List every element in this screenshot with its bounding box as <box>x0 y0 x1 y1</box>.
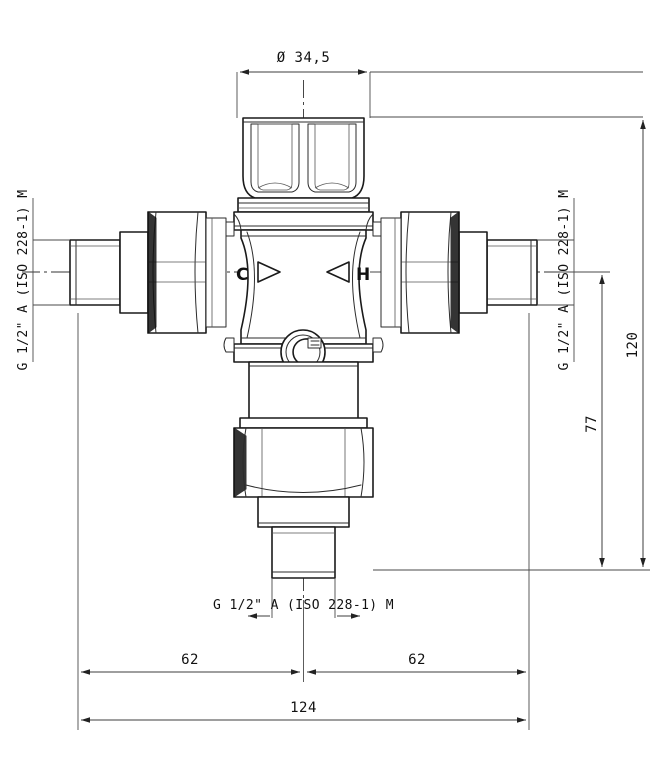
dimension-half-widths: 62 62 <box>77 313 530 730</box>
thread-label-left-text: G 1/2" A (ISO 228-1) M <box>16 190 31 371</box>
dimension-label-overall-width: 124 <box>290 700 317 716</box>
hot-inlet-letter: H <box>356 265 370 285</box>
dimension-overall-width: 124 <box>81 700 526 723</box>
left-port-assembly <box>69 211 227 334</box>
dimension-top-diameter: Ø 34,5 <box>236 50 371 118</box>
right-port-assembly <box>380 211 538 334</box>
valve-body <box>223 211 384 363</box>
thread-label-left-port: G 1/2" A (ISO 228-1) M <box>16 190 70 371</box>
adjustment-knob <box>237 117 370 213</box>
dimension-label-overall-height: 120 <box>625 332 641 359</box>
port-marking-hot: H <box>326 261 370 285</box>
dimension-overall-height: 120 <box>625 120 646 567</box>
dimension-label-center-to-bottom: 77 <box>584 415 600 433</box>
hot-flow-arrow-icon <box>326 261 350 283</box>
bottom-port-assembly <box>233 361 374 579</box>
dimension-label-left-half-width: 62 <box>181 652 199 668</box>
cold-inlet-letter: C <box>236 265 248 285</box>
thread-label-right-text: G 1/2" A (ISO 228-1) M <box>557 190 572 371</box>
dimension-label-right-half-width: 62 <box>408 652 426 668</box>
dimension-center-to-bottom: 77 <box>373 271 650 571</box>
dimension-label-top-diameter: Ø 34,5 <box>277 50 331 66</box>
thread-label-right-port: G 1/2" A (ISO 228-1) M <box>537 190 575 371</box>
port-marking-cold: C <box>236 261 281 285</box>
cold-flow-arrow-icon <box>257 261 281 283</box>
